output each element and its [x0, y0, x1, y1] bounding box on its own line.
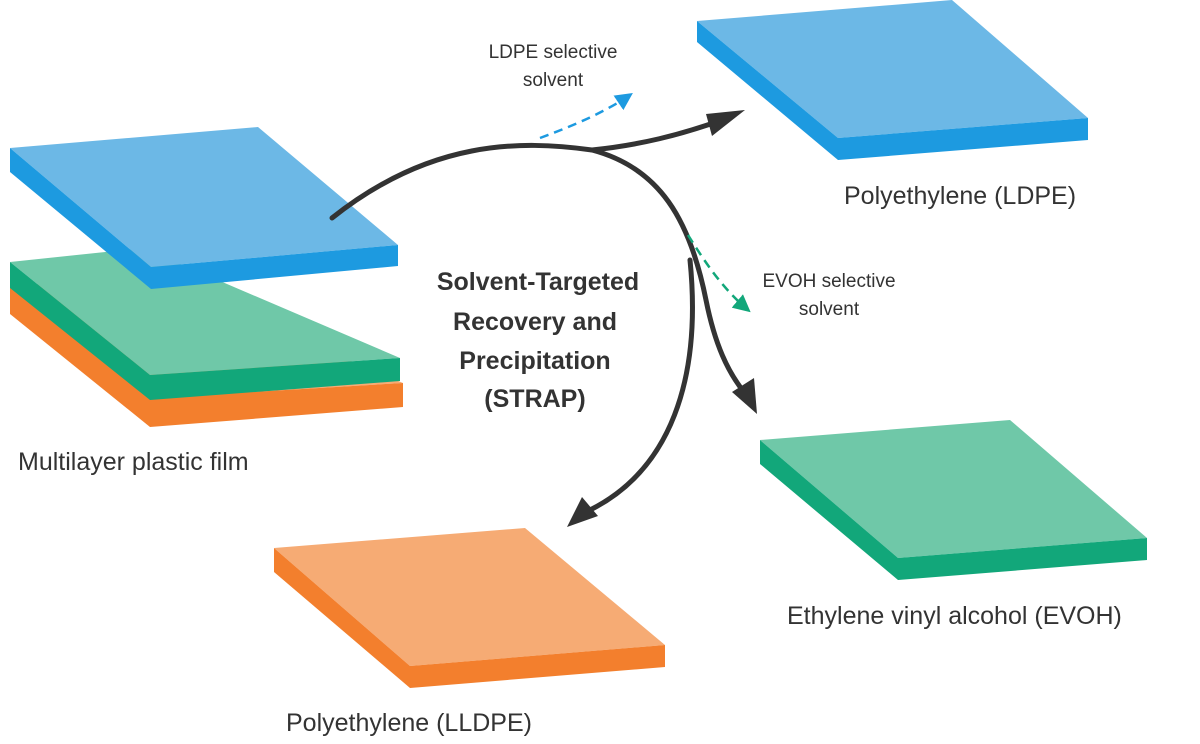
arrowhead-lldpe: [567, 497, 598, 527]
multilayer-film-stack: [10, 127, 403, 427]
process-arrows: [329, 110, 757, 527]
label-evoh-solvent-line2: solvent: [799, 299, 860, 320]
arrow-to-lldpe: [587, 257, 695, 513]
arrow-to-ldpe: [589, 117, 725, 153]
strap-title-line4: (STRAP): [484, 385, 585, 413]
label-ldpe-solvent-line2: solvent: [523, 70, 584, 91]
label-evoh: Ethylene vinyl alcohol (EVOH): [787, 602, 1122, 630]
evoh-sheet: [760, 420, 1147, 580]
strap-title-line2: Recovery and: [453, 308, 617, 336]
lldpe-sheet: [274, 528, 665, 688]
strap-title-line3: Precipitation: [459, 347, 610, 375]
label-lldpe: Polyethylene (LLDPE): [286, 709, 532, 737]
evoh-solvent-dashed-arrow: [686, 234, 751, 313]
strap-title: Solvent-Targeted Recovery and Precipitat…: [437, 268, 639, 413]
arrow-main-curve: [329, 142, 747, 395]
strap-title-line1: Solvent-Targeted: [437, 268, 639, 296]
label-ldpe-solvent-line1: LDPE selective: [489, 42, 618, 63]
multilayer-blue-layer: [10, 127, 398, 289]
label-evoh-solvent-line1: EVOH selective: [762, 271, 895, 292]
arrowhead-ldpe: [706, 110, 745, 136]
multilayer-green-layer: [10, 248, 400, 400]
ldpe-sheet: [697, 0, 1088, 160]
label-ldpe: Polyethylene (LDPE): [844, 182, 1076, 210]
label-multilayer-film: Multilayer plastic film: [18, 448, 249, 476]
arrowhead-evoh: [732, 378, 757, 414]
ldpe-solvent-dashed-arrow: [539, 93, 633, 140]
